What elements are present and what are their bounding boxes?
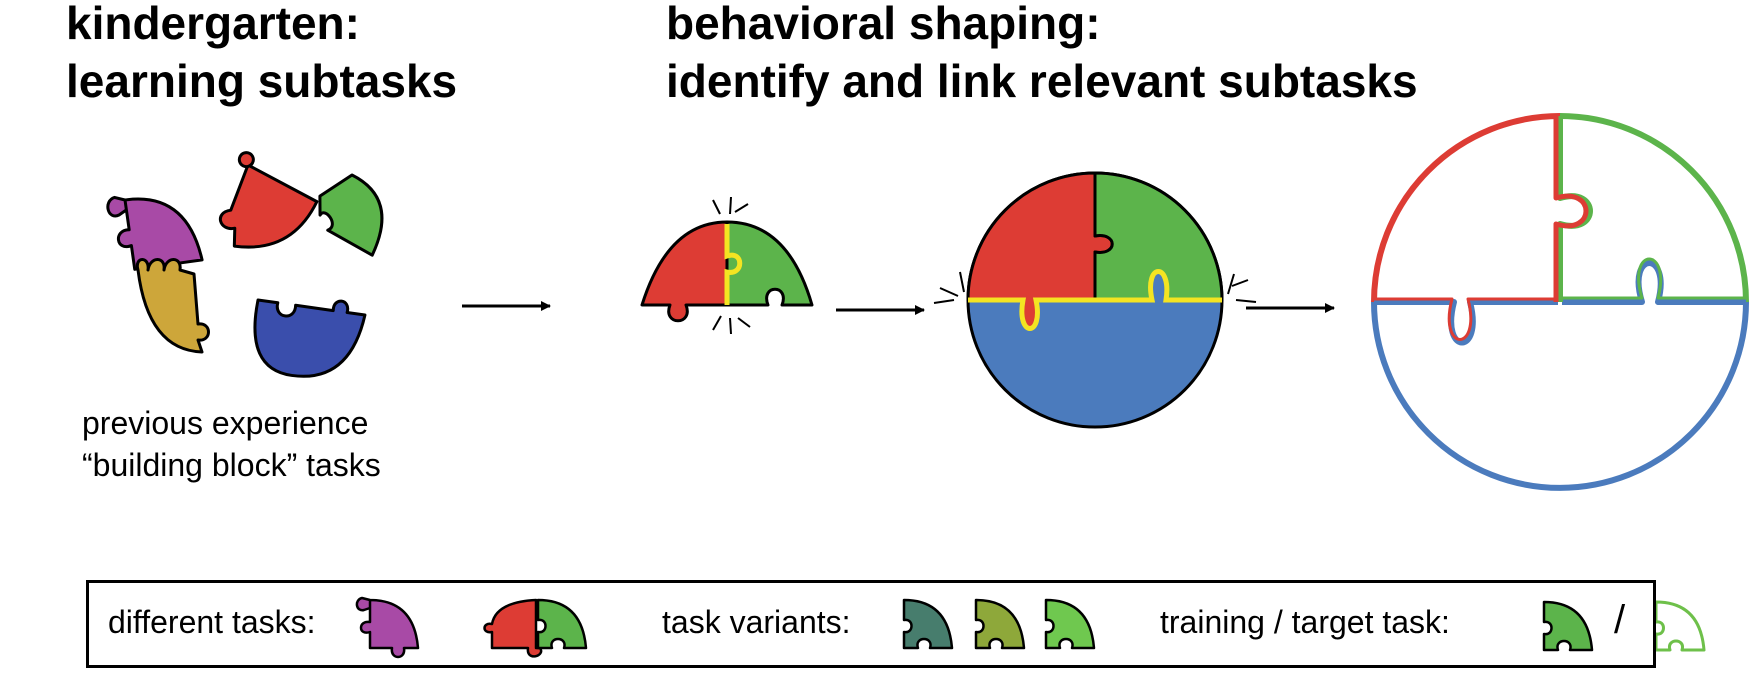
heading-kindergarten-line2: learning subtasks [66,55,458,107]
loose-piece-blue [253,298,367,378]
legend-training-target-label: training / target task: [1160,604,1450,640]
heading-kindergarten-line1: kindergarten: [66,0,360,49]
loose-piece-gold [135,258,210,354]
legend-piece-purple [355,596,420,659]
loose-piece-red [219,151,319,249]
heading-behavioral-shaping: behavioral shaping: identify and link re… [666,0,1418,110]
legend-training-task-piece [1542,600,1594,652]
loose-piece-green [318,173,384,257]
legend-different-tasks-label: different tasks: [108,604,316,640]
half-puzzle [640,196,814,335]
legend-slash: / [1614,598,1626,642]
caption-line1: previous experience [82,405,369,441]
outlined-puzzle-circle [1371,113,1749,491]
caption-line2: “building block” tasks [82,447,381,483]
legend-piece-green [536,598,588,650]
heading-shaping-line2: identify and link relevant subtasks [666,55,1418,107]
legend-box [86,580,1656,668]
legend-variant-lime [1044,598,1096,650]
legend-target-task-outline [1654,600,1706,652]
legend-piece-red [483,598,543,658]
heading-kindergarten: kindergarten: learning subtasks [66,0,457,110]
legend-variant-olive [974,598,1026,650]
previous-experience-caption: previous experience “building block” tas… [82,402,381,486]
full-puzzle-circle [933,171,1257,429]
legend-task-variants-label: task variants: [662,604,851,640]
heading-shaping-line1: behavioral shaping: [666,0,1101,49]
legend-variant-teal [902,598,954,650]
loose-piece-purple [106,195,204,278]
